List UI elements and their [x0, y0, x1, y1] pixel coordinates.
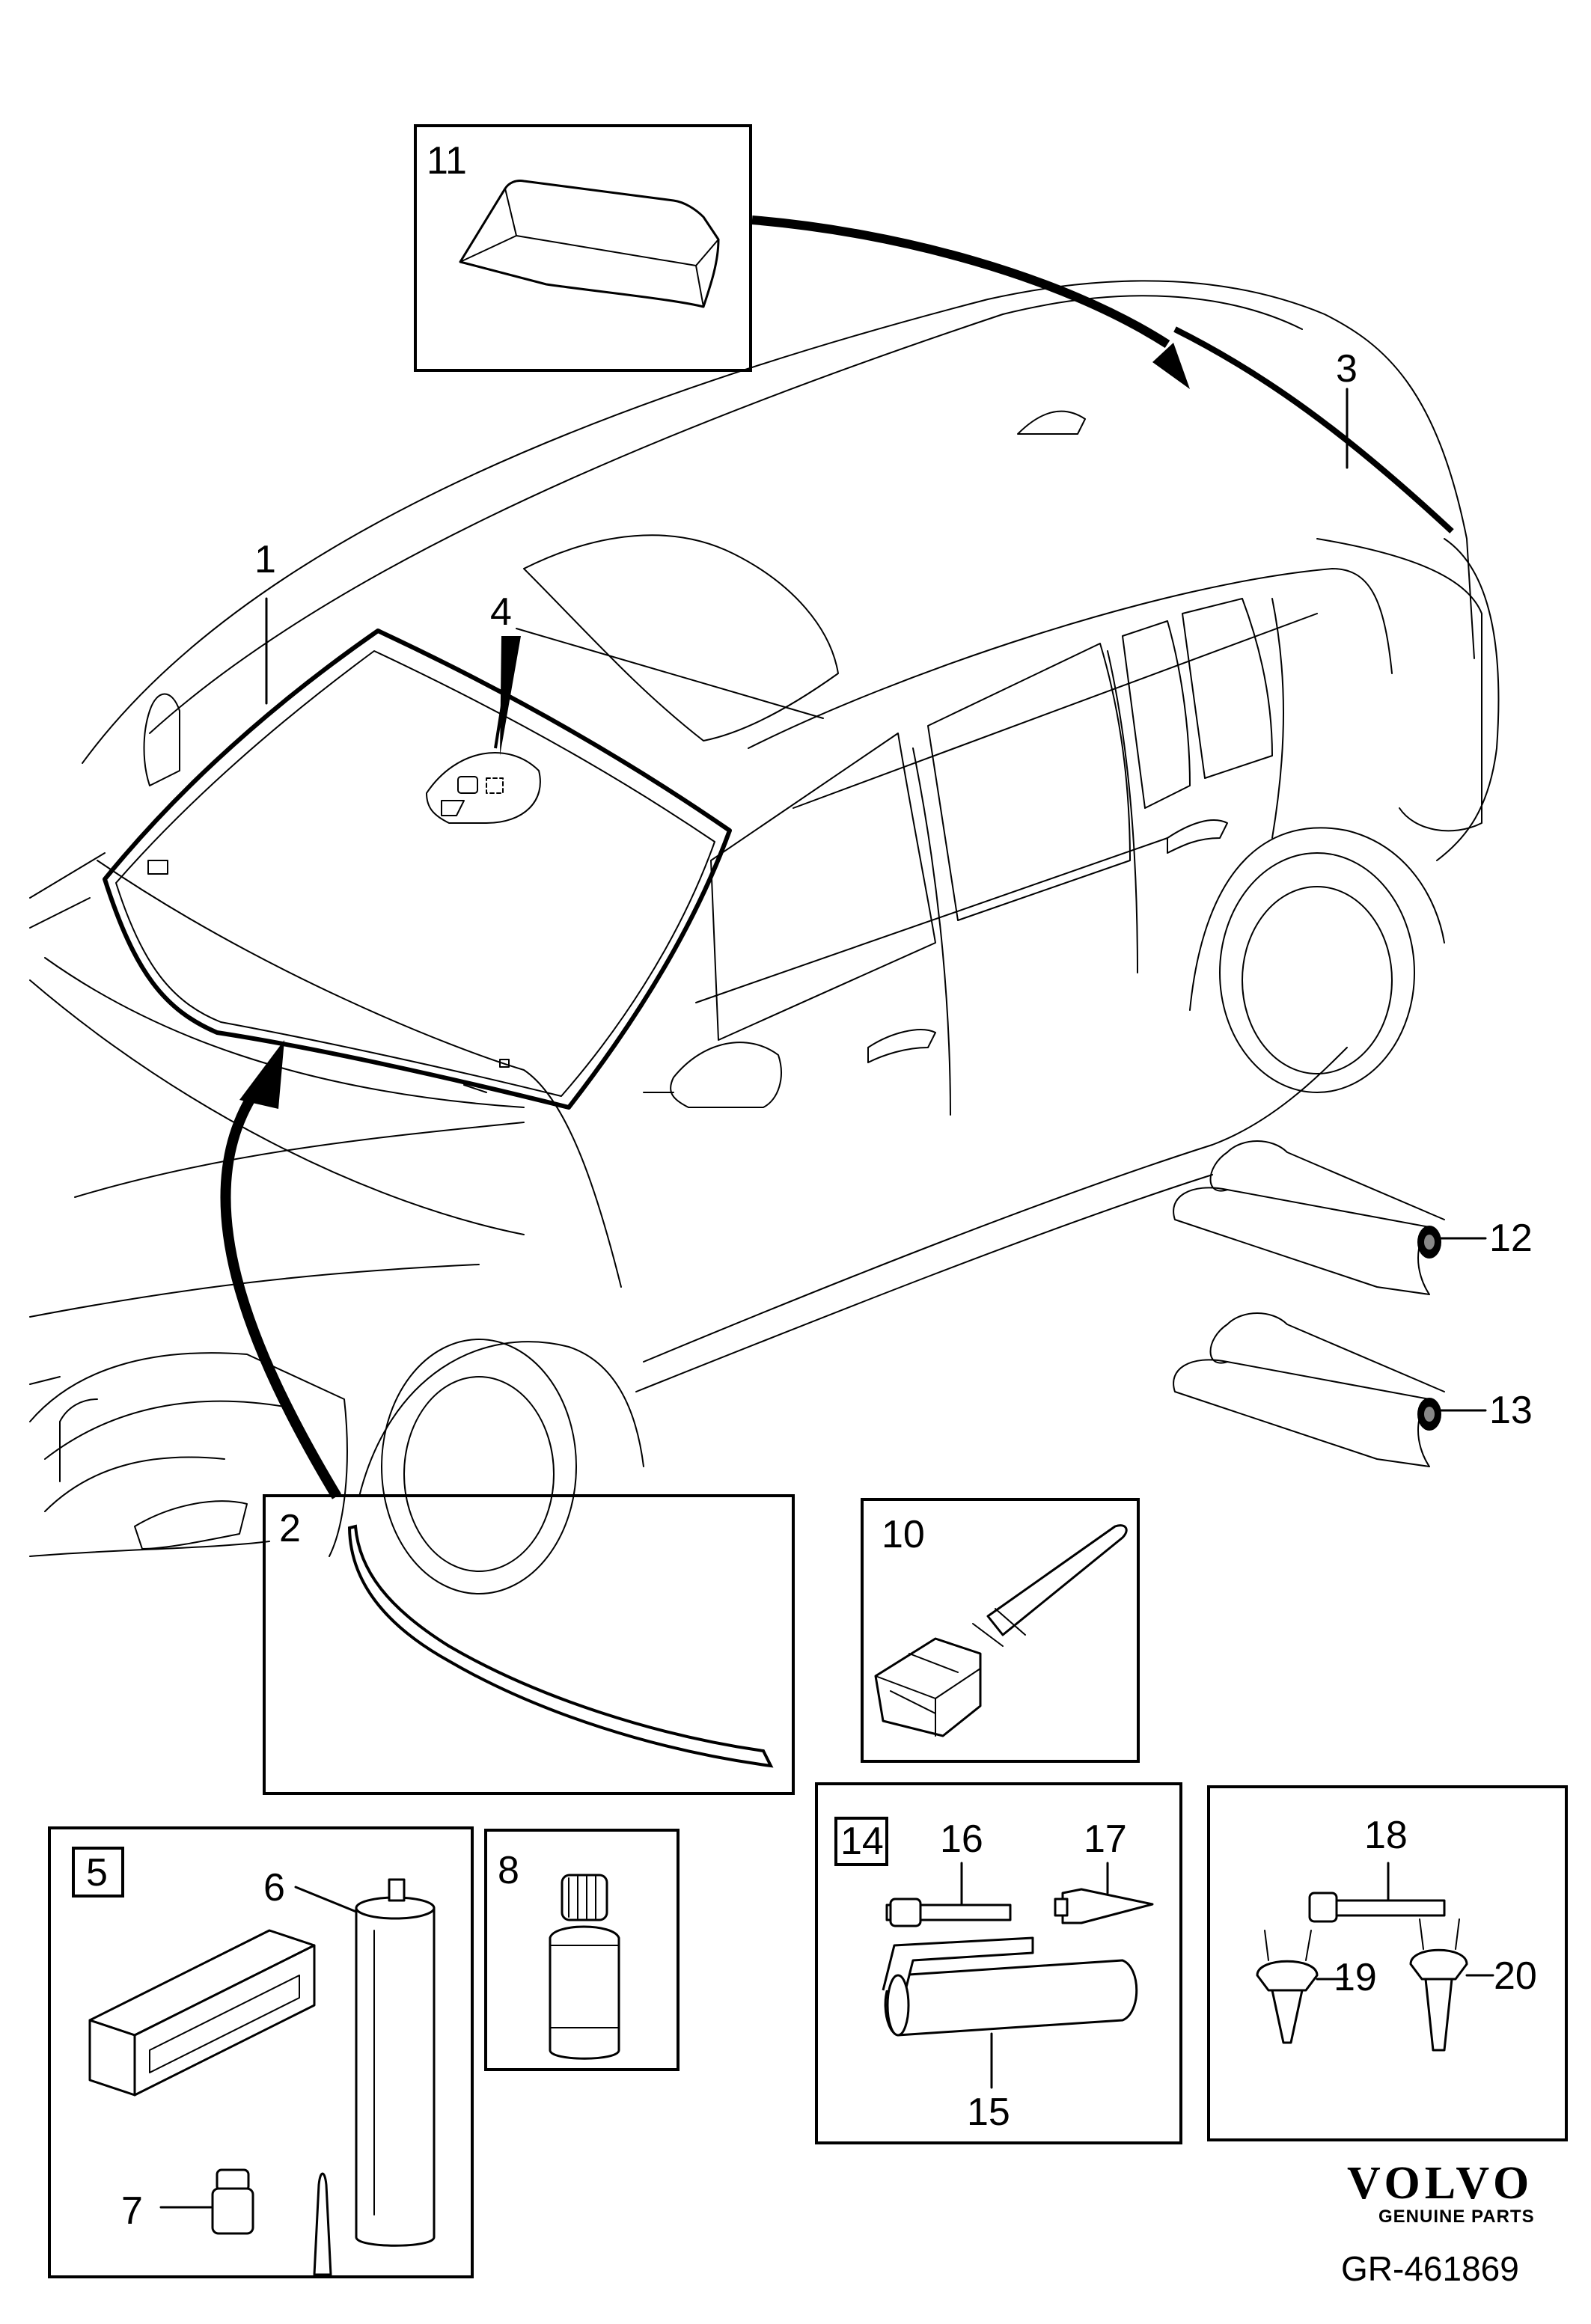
branding: VOLVO GENUINE PARTS GR-461869 [1341, 2158, 1535, 2288]
box-14 [815, 1782, 1182, 2144]
volvo-logo: VOLVO [1347, 2158, 1533, 2209]
callout-10: 10 [882, 1513, 925, 1556]
roll-12 [1173, 1140, 1487, 1295]
genuine-parts-label: GENUINE PARTS [1378, 2207, 1535, 2227]
roll-13 [1173, 1312, 1487, 1467]
callout-5: 5 [86, 1851, 108, 1895]
callout-8: 8 [498, 1849, 519, 1892]
callout-18: 18 [1364, 1814, 1408, 1857]
box-5 [48, 1826, 474, 2278]
callout-1: 1 [254, 538, 276, 581]
callout-2: 2 [279, 1507, 301, 1550]
callout-4: 4 [490, 590, 512, 634]
callout-13: 13 [1489, 1389, 1533, 1432]
box-2 [263, 1494, 795, 1795]
box-clips [1207, 1785, 1568, 2141]
callout-15: 15 [967, 2091, 1010, 2134]
callout-19: 19 [1334, 1956, 1377, 1999]
diagram-code: GR-461869 [1341, 2249, 1519, 2288]
callout-20: 20 [1494, 1954, 1537, 1998]
callout-3: 3 [1336, 347, 1358, 391]
callout-labels: 1 2 3 4 5 6 7 8 10 11 12 13 14 15 16 17 … [86, 139, 1537, 2233]
car-illustration [29, 280, 1500, 1594]
callout-16: 16 [940, 1817, 983, 1861]
box-10 [861, 1498, 1140, 1763]
leader-lines [220, 215, 1454, 1499]
windshield [103, 629, 732, 1110]
callout-17: 17 [1084, 1817, 1127, 1861]
callout-11: 11 [427, 139, 467, 183]
box-8 [484, 1829, 680, 2071]
callout-6: 6 [263, 1866, 285, 1909]
callout-14: 14 [840, 1820, 884, 1863]
box-11 [414, 124, 752, 372]
callout-7: 7 [121, 2189, 143, 2233]
callout-12: 12 [1489, 1217, 1533, 1260]
